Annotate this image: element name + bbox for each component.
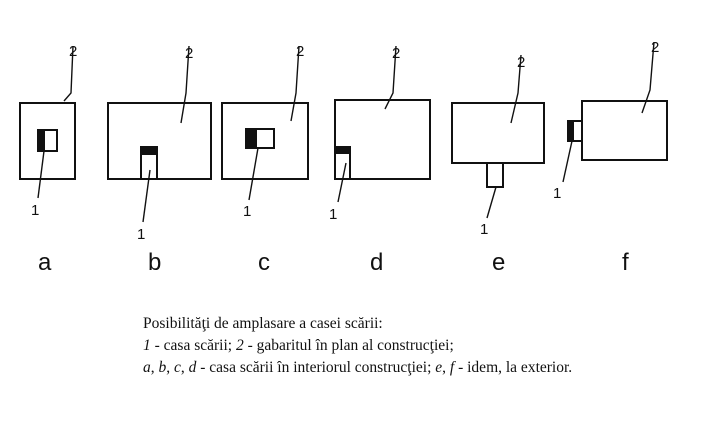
- variant-b: 2 1 b: [107, 45, 212, 276]
- letter-e: e: [435, 359, 443, 376]
- variant-e: 2 1 e: [451, 54, 545, 276]
- interior-text: - casa scării în interiorul construcţiei…: [196, 359, 436, 376]
- callout-leader-1: [142, 169, 151, 223]
- callout-label-2: 2: [69, 43, 77, 60]
- callout-leader-2: [641, 41, 655, 114]
- building-outline: [581, 100, 668, 161]
- callout-leader-1: [486, 186, 497, 219]
- building-outline: [221, 102, 309, 180]
- variant-letter: b: [148, 249, 161, 276]
- variant-d: 2 1 d: [329, 45, 431, 276]
- callout-label-1: 1: [31, 202, 39, 219]
- callout-leader-2: [510, 54, 522, 124]
- callout-leader-2: [63, 45, 74, 102]
- caption-title: Posibilităţi de amplasare a casei scării…: [143, 315, 383, 332]
- variant-letter: c: [258, 249, 270, 276]
- building-outline: [334, 99, 431, 180]
- legend-text-2: - gabaritul în plan al construcţiei;: [243, 337, 454, 354]
- callout-label-2: 2: [296, 43, 304, 60]
- callout-label-2: 2: [185, 45, 193, 62]
- variant-letter: e: [492, 249, 505, 276]
- letter-a: a: [143, 359, 151, 376]
- callout-label-1: 1: [137, 226, 145, 243]
- separator: ,: [150, 359, 159, 376]
- variant-letter: d: [370, 249, 383, 276]
- building-outline: [451, 102, 545, 164]
- legend-text-1: - casa scării;: [150, 337, 236, 354]
- callout-label-1: 1: [329, 206, 337, 223]
- staircase-fill: [569, 122, 574, 140]
- callout-leader-1: [562, 140, 573, 183]
- callout-leader-1: [37, 150, 45, 199]
- variant-c: 2 1 c: [221, 43, 309, 276]
- callout-label-1: 1: [243, 203, 251, 220]
- callout-leader-1: [248, 147, 259, 201]
- legend-number-2: 2: [235, 337, 244, 354]
- staircase-fill: [39, 131, 45, 150]
- callout-leader-2: [290, 45, 300, 122]
- staircase-fill: [336, 148, 349, 154]
- callout-leader-2: [180, 45, 190, 124]
- letter-c: c: [174, 359, 181, 376]
- building-outline: [19, 102, 76, 180]
- callout-label-2: 2: [517, 54, 525, 71]
- staircase-fill: [247, 130, 257, 147]
- building-outline: [107, 102, 212, 180]
- callout-label-1: 1: [480, 221, 488, 238]
- staircase: [486, 162, 504, 188]
- legend-number-1: 1: [143, 337, 151, 354]
- callout-leader-1: [337, 162, 347, 203]
- staircase-fill: [142, 148, 156, 155]
- variant-letter: a: [38, 249, 52, 276]
- separator: ,: [442, 359, 450, 376]
- callout-label-2: 2: [651, 39, 659, 56]
- variant-f: 2 1 f: [553, 39, 668, 276]
- separator: ,: [180, 359, 189, 376]
- letter-b: b: [158, 359, 167, 376]
- caption-variants-line: a, b, c, d - casa scării în interiorul c…: [143, 357, 688, 379]
- callout-leader-2: [384, 45, 397, 110]
- letter-d: d: [188, 359, 197, 376]
- callout-label-2: 2: [392, 45, 400, 62]
- variant-letter: f: [622, 249, 629, 276]
- variant-a: 2 1 a: [19, 43, 77, 276]
- callout-label-1: 1: [553, 185, 561, 202]
- caption-legend-line: 1 - casa scării; 2 - gabaritul în plan a…: [143, 335, 688, 357]
- letter-f: f: [449, 359, 455, 376]
- separator: ,: [166, 359, 174, 376]
- exterior-text: - idem, la exterior.: [454, 359, 573, 376]
- figure-caption: Posibilităţi de amplasare a casei scării…: [143, 313, 688, 379]
